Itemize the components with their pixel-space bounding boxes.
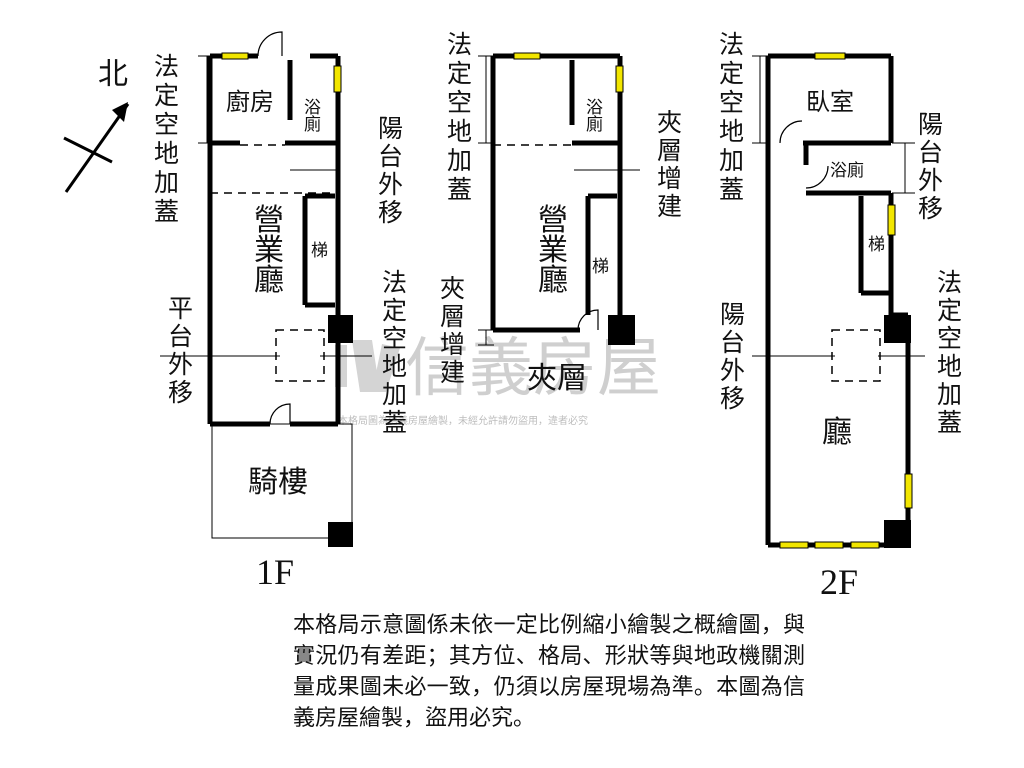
window-mezz-right xyxy=(615,65,624,93)
room-mezz-business-hall: 營業廳 xyxy=(538,203,568,298)
floor-mezzanine: 法定空地加蓋 浴廁 營業廳 梯 夾層 夾 xyxy=(440,30,682,396)
door-2f-bathroom xyxy=(805,165,829,189)
walls-2f xyxy=(765,53,911,548)
disclaimer-text: 本格局示意圖係未依一定比例縮小繪製之概繪圖，與實況仍有差距；其方位、格局、形狀等… xyxy=(293,613,805,731)
window-2f-right xyxy=(904,473,913,509)
room-2f-bedroom: 臥室 xyxy=(806,88,854,116)
floor-label-2f: 2F xyxy=(820,562,858,602)
window-2f-bottom-3 xyxy=(850,541,880,549)
door-1f-kitchen xyxy=(257,31,283,57)
window-2f-bottom-2 xyxy=(814,541,844,549)
label-2f-balcony-left: 陽台外移 xyxy=(720,300,745,413)
column-2f-b xyxy=(884,520,911,548)
room-mezz-stairs: 梯 xyxy=(592,257,609,277)
room-1f-stairs: 梯 xyxy=(311,241,328,261)
watermark-notice: 本格局圖為信義房屋繪製，未經允許請勿盜用，違者必究 xyxy=(338,414,588,427)
label-1f-platform: 平台外移 xyxy=(168,294,193,407)
window-1f-right xyxy=(333,65,342,93)
label-mezz-extension: 夾層增建 xyxy=(657,108,682,221)
label-mezz-addition: 夾層增建 xyxy=(440,274,465,387)
room-1f-bathroom: 浴廁 xyxy=(304,98,321,135)
door-1f-front xyxy=(269,403,291,425)
label-1f-legal-addition: 法定空地加蓋 xyxy=(151,53,180,223)
label-1f-balcony: 陽台外移 xyxy=(378,114,403,227)
label-2f-legal-addition-right: 法定空地加蓋 xyxy=(937,268,962,437)
label-mezz-legal-addition: 法定空地加蓋 xyxy=(447,30,472,204)
window-mezz-top xyxy=(513,52,541,60)
label-2f-legal-addition: 法定空地加蓋 xyxy=(719,30,744,204)
window-2f-stair xyxy=(887,204,896,236)
window-1f-top xyxy=(221,52,249,60)
floor-label-1f: 1F xyxy=(256,552,294,592)
walls-mezz xyxy=(490,53,623,333)
compass-north-label: 北 xyxy=(98,57,128,92)
arcade-outline xyxy=(211,423,353,539)
room-2f-hall: 廳 xyxy=(822,415,852,450)
room-2f-stairs: 梯 xyxy=(868,235,885,255)
floor-label-mezz: 夾層 xyxy=(527,361,587,396)
column-1f-b xyxy=(328,522,353,547)
door-mezz xyxy=(577,309,599,331)
room-2f-bathroom: 浴廁 xyxy=(830,160,864,181)
floor-1f: 法定空地加蓋 xyxy=(151,31,407,592)
column-1f-a xyxy=(328,315,353,343)
column-mezz xyxy=(608,315,635,345)
room-mezz-bathroom: 浴廁 xyxy=(586,98,603,135)
room-1f-kitchen: 廚房 xyxy=(226,88,274,116)
room-1f-arcade: 騎樓 xyxy=(248,465,308,500)
window-2f-top xyxy=(814,52,846,60)
north-arrow-icon xyxy=(63,102,130,193)
door-2f-bedroom xyxy=(779,120,803,144)
column-2f-a xyxy=(884,315,911,343)
label-2f-balcony-right: 陽台外移 xyxy=(918,110,943,223)
room-1f-business-hall: 營業廳 xyxy=(254,203,284,298)
compass: 北 xyxy=(63,57,130,193)
label-1f-legal-addition-right: 法定空地加蓋 xyxy=(382,268,407,437)
window-2f-bottom-1 xyxy=(779,541,809,549)
floor-2f: 法定空地加蓋 xyxy=(719,30,962,602)
